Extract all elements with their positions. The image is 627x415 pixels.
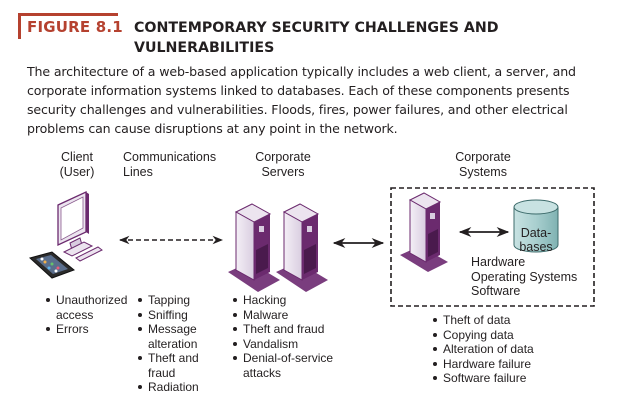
label-line: Servers: [261, 165, 305, 179]
label-line: Corporate: [255, 150, 311, 164]
list-item: Denial-of-service attacks: [232, 351, 347, 380]
list-item: Radiation: [137, 380, 217, 395]
list-item: Tapping: [137, 293, 217, 308]
desktop-computer-icon: [57, 190, 103, 262]
list-item: Theft of data: [432, 313, 572, 328]
list-item: Sniffing: [137, 308, 217, 323]
list-item: Alteration of data: [432, 342, 572, 357]
label-line: (User): [59, 165, 95, 179]
database-label: Data- bases: [512, 226, 560, 254]
label-line: Lines: [123, 165, 153, 179]
figure-title: CONTEMPORARY SECURITY CHALLENGES AND VUL…: [134, 20, 499, 56]
server-tower-icon: [276, 203, 328, 292]
list-item: Message alteration: [137, 322, 217, 351]
list-item: Unauthorized access: [45, 293, 135, 322]
label-line: bases: [519, 240, 553, 254]
system-component-hardware: Hardware: [471, 255, 526, 269]
system-component-os: Operating Systems: [471, 269, 578, 284]
list-item: Malware: [232, 308, 347, 323]
label-line: Corporate: [455, 150, 511, 164]
label-line: Communications: [123, 150, 217, 164]
column-label-servers: Corporate Servers: [243, 150, 323, 180]
figure-label: FIGURE 8.1: [27, 18, 123, 36]
servers-threat-list: Hacking Malware Theft and fraud Vandalis…: [232, 293, 347, 380]
system-component-software: Software: [471, 284, 521, 298]
figure-accent-bar: [18, 13, 118, 16]
list-item: Hardware failure: [432, 357, 572, 372]
label-line: Client: [61, 150, 93, 164]
list-item: Theft and fraud: [232, 322, 347, 337]
systems-threat-list: Theft of data Copying data Alteration of…: [432, 313, 572, 386]
database-cylinder-icon: [513, 199, 559, 253]
server-tower-icon: [228, 203, 280, 292]
server-tower-icon: [400, 192, 448, 272]
column-label-communications: Communications Lines: [123, 150, 216, 180]
label-line: Systems: [459, 165, 507, 179]
figure-caption: The architecture of a web-based applicat…: [27, 64, 576, 136]
list-item: Software failure: [432, 371, 572, 386]
list-item: Hacking: [232, 293, 347, 308]
system-components: Hardware Operating Systems Software: [471, 255, 577, 299]
client-threat-list: Unauthorized access Errors: [45, 293, 135, 337]
label-line: Data-: [520, 226, 552, 240]
figure-accent-bar-left: [18, 13, 21, 39]
column-label-systems: Corporate Systems: [443, 150, 523, 180]
list-item: Errors: [45, 322, 135, 337]
smartphone-icon: [28, 251, 75, 279]
communications-threat-list: Tapping Sniffing Message alteration Thef…: [137, 293, 217, 395]
column-label-client: Client (User): [52, 150, 102, 180]
list-item: Theft and fraud: [137, 351, 217, 380]
list-item: Copying data: [432, 328, 572, 343]
list-item: Vandalism: [232, 337, 347, 352]
